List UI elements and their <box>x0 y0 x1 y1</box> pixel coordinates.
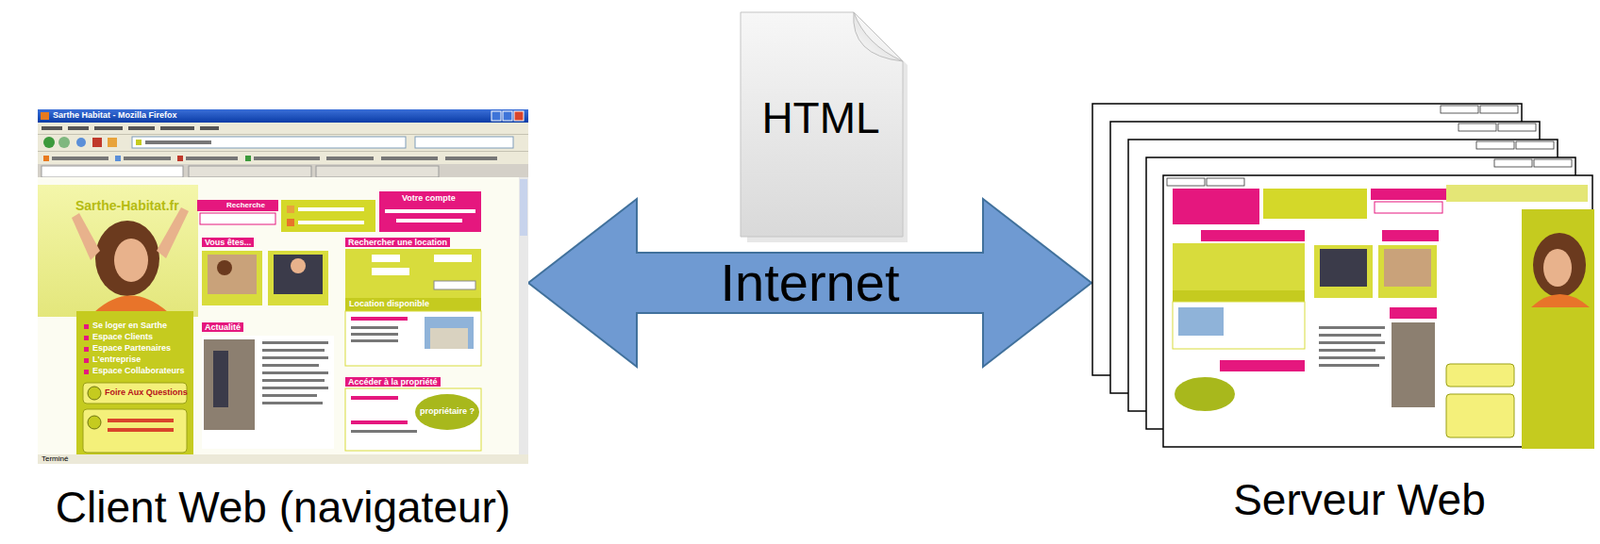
screen-text: Espace Collaborateurs <box>92 366 185 376</box>
screen-text: Espace Clients <box>92 332 153 342</box>
screen-text: Recherche <box>226 200 266 210</box>
node-label: HTML <box>761 93 880 144</box>
screen-text: Espace Partenaires <box>92 343 171 353</box>
screen-text: Vous êtes... <box>201 237 254 248</box>
edge-label: Internet <box>720 253 900 313</box>
screen-text: Se loger en Sarthe <box>92 320 167 331</box>
html-document: HTML <box>733 8 909 243</box>
web-pages-stack <box>1091 101 1595 451</box>
screen-text: L'entreprise <box>92 354 141 365</box>
screen-text: Foire Aux Questions <box>104 387 188 398</box>
screen-text: Actualité <box>201 322 244 333</box>
screen-text: Accéder à la propriété <box>345 377 441 387</box>
node-label: Serveur Web <box>1233 475 1486 526</box>
screen-text: Votre compte <box>401 193 456 203</box>
server-pages: Serveur Web <box>1091 101 1595 450</box>
screen-text: Sarthe Habitat - Mozilla Firefox <box>52 110 178 120</box>
screen-text: propriétaire ? <box>419 406 475 417</box>
screen-text: Rechercher une location <box>345 237 450 248</box>
screen-text: Terminé <box>41 454 68 464</box>
node-label: Client Web (navigateur) <box>55 483 511 534</box>
screen-text: Sarthe-Habitat.fr <box>75 198 180 214</box>
screen-text: Location disponible <box>349 299 430 309</box>
